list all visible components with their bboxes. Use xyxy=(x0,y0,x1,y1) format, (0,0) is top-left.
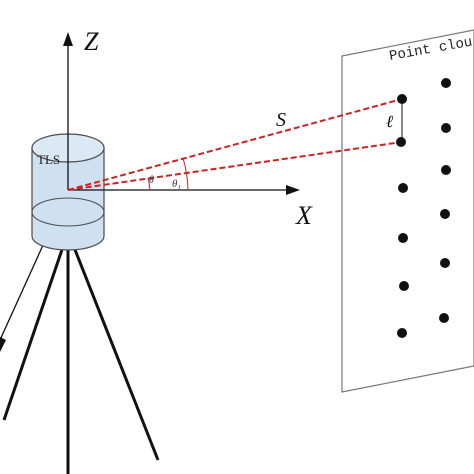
s-label: S xyxy=(276,109,286,131)
x-axis-arrowhead xyxy=(286,185,300,195)
z-axis-label: Z xyxy=(84,27,99,56)
laser-ray-upper xyxy=(67,98,403,191)
point-cloud-dot xyxy=(398,183,408,193)
tripod-leg-left xyxy=(2,231,70,421)
point-cloud-dot xyxy=(397,94,407,104)
scanner-label: TLS xyxy=(37,152,60,167)
scanner-band-back xyxy=(31,197,105,213)
point-cloud-dots xyxy=(396,78,451,338)
point-cloud-dot xyxy=(441,165,451,175)
z-axis-arrowhead xyxy=(63,32,73,46)
point-cloud-dot xyxy=(441,123,451,133)
tripod-leg-right xyxy=(66,231,160,461)
point-cloud-dot xyxy=(439,313,449,323)
theta-one-symbol: θ xyxy=(172,178,178,190)
x-axis-label: X xyxy=(295,201,313,230)
tripod xyxy=(2,231,160,474)
point-cloud-dot xyxy=(440,258,450,268)
point-cloud-dot xyxy=(398,233,408,243)
scanner-band xyxy=(31,211,105,227)
point-spacing-label: ℓ xyxy=(386,112,393,131)
point-cloud-dot xyxy=(397,328,407,338)
y-axis-arrowhead xyxy=(0,337,6,352)
point-cloud-dot xyxy=(399,281,409,291)
angle-arc-inner xyxy=(147,177,151,191)
theta-one-label: θ1 xyxy=(172,178,181,192)
angle-arc-outer xyxy=(182,157,189,191)
point-cloud-dot xyxy=(441,78,451,88)
theta-one-subscript: 1 xyxy=(177,184,181,192)
theta-small-label: θ xyxy=(149,175,154,186)
point-cloud-panel xyxy=(341,29,474,393)
point-cloud-dot xyxy=(440,209,450,219)
point-cloud-dot xyxy=(396,137,406,147)
laser-ray-lower xyxy=(67,141,403,191)
